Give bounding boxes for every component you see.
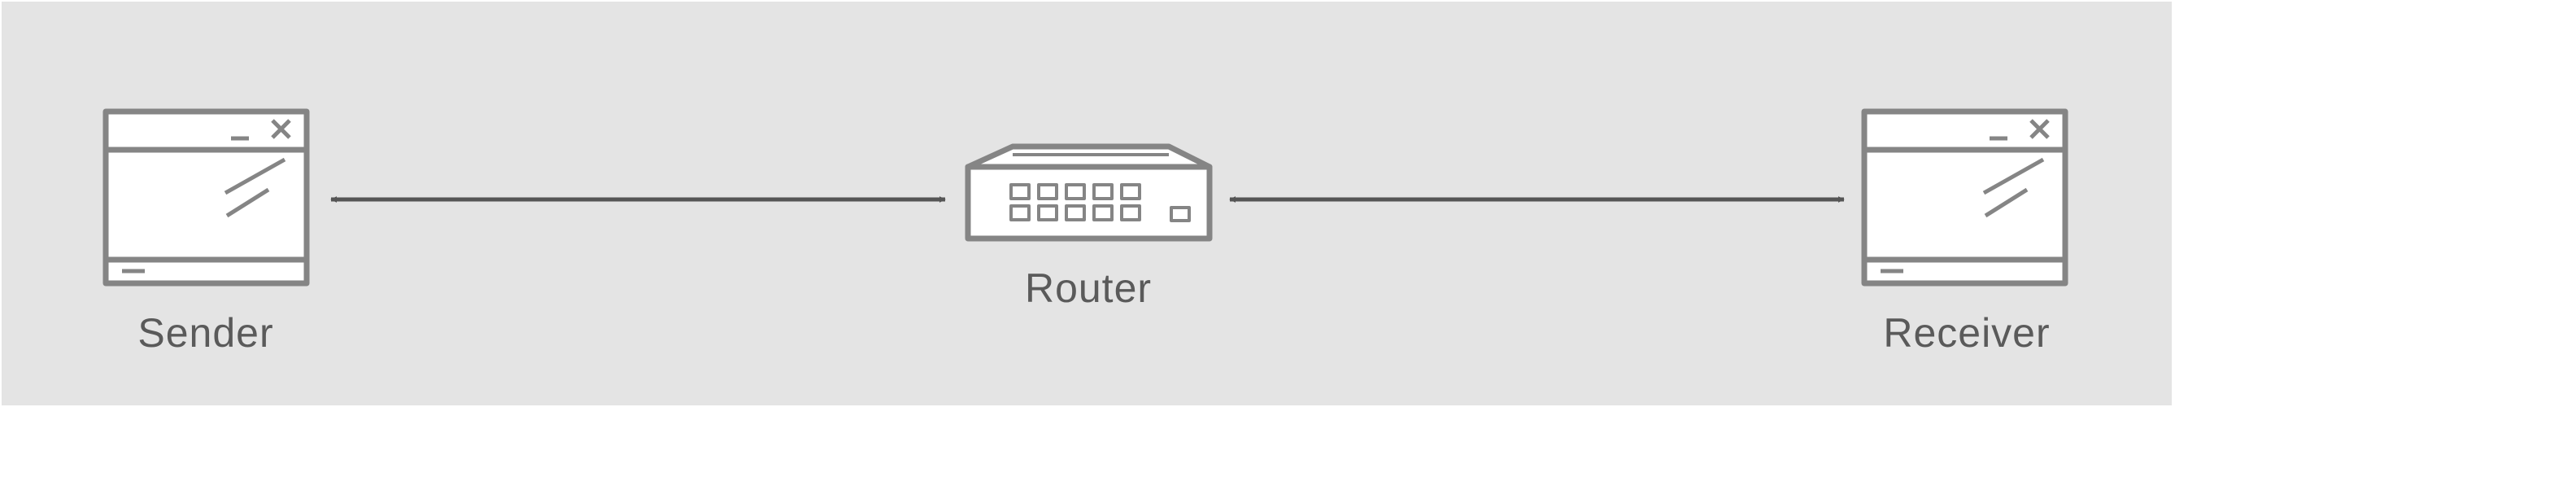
receiver-label: Receiver	[1883, 310, 2051, 356]
router-icon	[965, 143, 1213, 242]
router-label: Router	[1024, 265, 1153, 311]
sender-window-icon	[102, 108, 310, 287]
receiver-window-icon	[1861, 108, 2068, 287]
sender-label: Sender	[137, 310, 274, 356]
